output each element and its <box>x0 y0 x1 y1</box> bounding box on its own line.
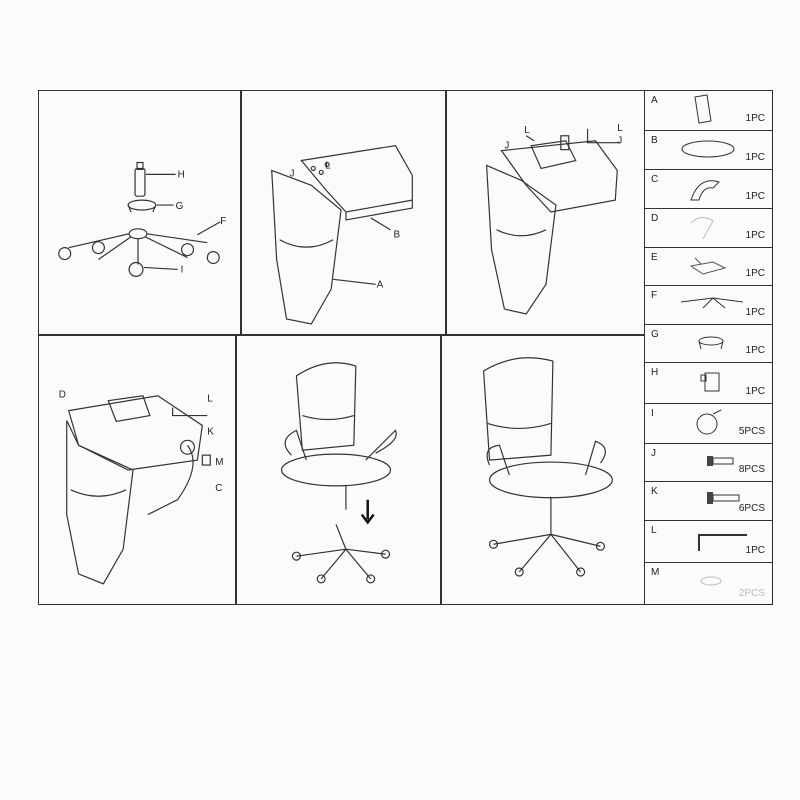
part-row-e: E 1PC <box>645 247 773 285</box>
callout-label: J <box>290 168 295 179</box>
part-letter: L <box>651 525 657 536</box>
step-5-panel <box>236 335 441 605</box>
step-1-callouts: H G F I <box>176 169 227 275</box>
part-letter: F <box>651 290 658 301</box>
callout-label: M <box>215 457 223 468</box>
callout-label: I <box>181 264 184 275</box>
caster-wheel-icon <box>696 409 722 435</box>
part-quantity: 1PC <box>745 307 765 318</box>
part-quantity: 1PC <box>745 386 765 397</box>
star-base-icon <box>680 297 744 309</box>
step-3-panel: L J J L <box>446 90 645 335</box>
callout-label: J <box>504 141 509 152</box>
part-row-i: I 5PCS <box>645 403 773 443</box>
step-1-panel: H G F I <box>38 90 241 335</box>
part-quantity: 1PC <box>745 191 765 202</box>
part-row-l: L 1PC <box>645 520 773 562</box>
part-quantity: 1PC <box>745 113 765 124</box>
part-row-j: J 8PCS <box>645 443 773 481</box>
part-row-a: A 1PC <box>645 90 773 130</box>
short-bolt-icon <box>707 456 734 466</box>
assembled-chair-illustration <box>482 357 613 577</box>
step-6-panel <box>441 335 645 605</box>
part-quantity: 8PCS <box>738 464 765 475</box>
part-row-m: M 2PCS <box>645 562 773 605</box>
washer-cap-icon <box>700 576 722 586</box>
seat-mechanism-icon <box>689 257 727 275</box>
armrest-fixing-illustration <box>66 395 211 585</box>
part-quantity: 2PCS <box>738 588 765 599</box>
gas-lift-cover-icon <box>698 336 724 350</box>
callout-label: D <box>59 390 66 401</box>
long-bolt-icon <box>707 492 740 504</box>
armrest-icon <box>690 180 720 201</box>
callout-label: A <box>377 279 384 290</box>
gas-lift-cylinder-icon <box>700 372 720 392</box>
callout-label: L <box>617 123 623 134</box>
callout-label: F <box>220 216 226 227</box>
callout-label: G <box>176 201 184 212</box>
part-letter: A <box>651 95 658 106</box>
callout-label: H <box>178 169 185 180</box>
seat-insertion-illustration <box>280 362 397 584</box>
callout-label: C <box>215 483 222 494</box>
part-row-g: G 1PC <box>645 324 773 362</box>
part-letter: J <box>651 448 656 459</box>
callout-label: K <box>207 426 214 437</box>
part-row-f: F 1PC <box>645 285 773 324</box>
step-2-callouts: J L B A <box>290 160 401 290</box>
callout-label: B <box>394 230 401 241</box>
allen-key-icon <box>698 534 747 551</box>
callout-label: L <box>524 125 530 136</box>
parts-list: A 1PC B 1PC C 1PC D 1PC E 1PC F 1PC <box>645 90 773 605</box>
part-row-h: H 1PC <box>645 362 773 403</box>
part-row-c: C 1PC <box>645 169 773 208</box>
seat-cushion-icon <box>681 140 735 158</box>
part-letter: C <box>651 174 659 185</box>
part-letter: H <box>651 367 659 378</box>
seat-backrest-illustration <box>271 145 413 325</box>
callout-label: L <box>325 160 331 171</box>
part-quantity: 1PC <box>745 152 765 163</box>
part-row-k: K 6PCS <box>645 481 773 520</box>
part-row-d: D 1PC <box>645 208 773 247</box>
part-letter: D <box>651 213 659 224</box>
callout-label: L <box>207 394 213 405</box>
part-quantity: 6PCS <box>738 503 765 514</box>
mechanism-fixing-illustration <box>485 128 621 315</box>
part-letter: K <box>651 486 658 497</box>
part-quantity: 1PC <box>745 230 765 241</box>
part-quantity: 1PC <box>745 345 765 356</box>
part-quantity: 1PC <box>745 545 765 556</box>
part-quantity: 1PC <box>745 268 765 279</box>
step-4-panel: D L K M C <box>38 335 236 605</box>
step-3-callouts: L J J L <box>504 123 623 152</box>
part-letter: B <box>651 135 658 146</box>
backrest-icon <box>694 94 712 124</box>
step-4-callouts: D L K M C <box>59 390 224 494</box>
callout-label: J <box>617 136 622 147</box>
part-row-b: B 1PC <box>645 130 773 169</box>
base-assembly-illustration <box>58 161 221 277</box>
part-letter: I <box>651 408 654 419</box>
armrest-icon <box>690 217 714 240</box>
step-2-panel: J L B A <box>241 90 446 335</box>
part-quantity: 5PCS <box>738 426 765 437</box>
part-letter: M <box>651 567 660 578</box>
part-letter: E <box>651 252 658 263</box>
part-letter: G <box>651 329 659 340</box>
